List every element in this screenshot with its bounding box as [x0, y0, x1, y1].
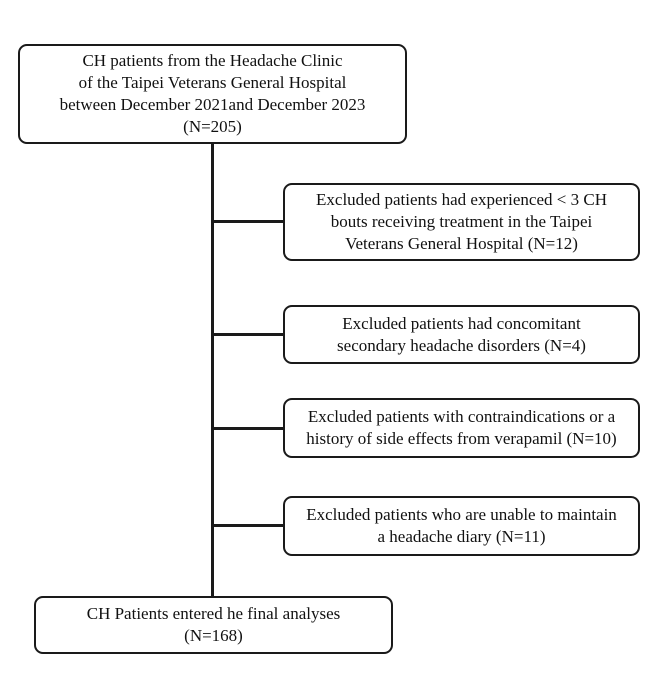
final-count: (N=168)	[184, 626, 243, 645]
exclusion-box-4: Excluded patients who are unable to main…	[283, 496, 640, 556]
source-line-3: between December 2021and December 2023	[59, 95, 366, 114]
exclusion-2-line-2: secondary headache disorders (N=4)	[337, 335, 586, 355]
exclusion-box-1: Excluded patients had experienced < 3 CH…	[283, 183, 640, 261]
main-vertical-connector	[211, 142, 214, 598]
exclusion-1-line-3: Veterans General Hospital (N=12)	[345, 234, 578, 253]
exclusion-box-3: Excluded patients with contraindications…	[283, 398, 640, 458]
exclusion-1-line-2: bouts receiving treatment in the Taipei	[330, 212, 593, 231]
branch-connector-3	[211, 427, 284, 430]
exclusion-3-line-2: history of side effects from verapamil (…	[306, 429, 617, 448]
source-count: (N=205)	[183, 117, 242, 136]
source-line-1: CH patients from the Headache Clinic	[82, 51, 343, 70]
exclusion-2-line-1: Excluded patients had concomitant	[342, 313, 581, 333]
branch-connector-2	[211, 333, 284, 336]
final-analysis-box: CH Patients entered he final analyses (N…	[34, 596, 393, 654]
exclusion-box-2: Excluded patients had concomitant second…	[283, 305, 640, 364]
exclusion-3-line-1: Excluded patients with contraindications…	[307, 407, 616, 426]
source-line-2: of the Taipei Veterans General Hospital	[78, 73, 347, 92]
branch-connector-4	[211, 524, 284, 527]
source-population-box: CH patients from the Headache Clinic of …	[18, 44, 407, 144]
exclusion-4-line-2: a headache diary (N=11)	[377, 527, 546, 546]
exclusion-4-line-1: Excluded patients who are unable to main…	[306, 505, 617, 524]
exclusion-1-line-1: Excluded patients had experienced < 3 CH	[316, 190, 607, 209]
final-line-1: CH Patients entered he final analyses	[86, 604, 341, 623]
branch-connector-1	[211, 220, 284, 223]
